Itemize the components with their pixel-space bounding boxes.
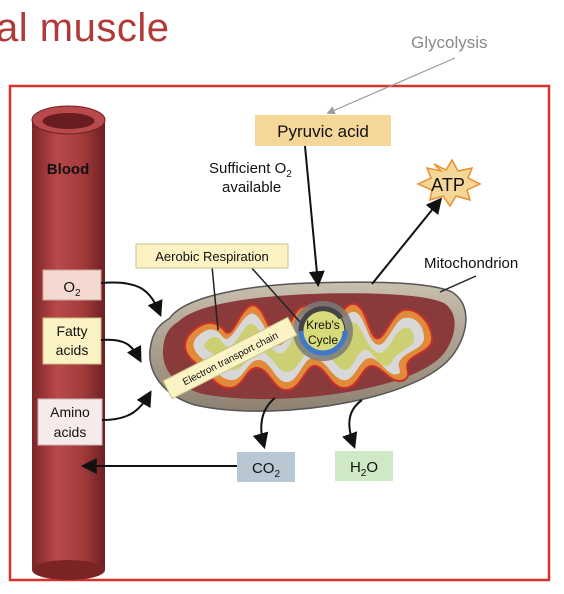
aerobic-respiration-box	[135, 243, 289, 269]
h2o-sub: 2	[361, 468, 367, 479]
co2-main: CO	[252, 460, 275, 477]
aerobic-pointer-left	[211, 265, 219, 331]
diagram-frame	[8, 84, 551, 582]
o2-main: O	[63, 279, 75, 296]
atp-label: ATP	[431, 175, 465, 195]
slide-title: al muscle	[0, 6, 170, 50]
atp-burst	[416, 158, 482, 208]
mito-to-co2-arrow	[252, 397, 276, 450]
glycolysis-label: Glycolysis	[411, 33, 488, 52]
h2o-box	[335, 451, 393, 481]
krebs-label-line1: Kreb's	[306, 318, 340, 332]
amino-acids-line1: Amino	[50, 404, 90, 420]
fatty-to-mito-arrow	[100, 338, 142, 363]
co2-label: CO2	[252, 460, 281, 480]
h2o-h: H	[350, 459, 361, 476]
krebs-label-line2: Cycle	[308, 333, 338, 347]
sufficient-o2-sub: 2	[286, 169, 292, 180]
sufficient-o2-line1: Sufficient O2	[209, 160, 292, 180]
o2-label: O2	[63, 279, 81, 299]
o2-box	[42, 269, 102, 301]
o2-to-mito-arrow	[100, 281, 163, 317]
mitochondrion-pointer	[439, 275, 477, 293]
glycolysis-arrow	[326, 57, 456, 115]
h2o-o: O	[366, 459, 378, 476]
h2o-label: H2O	[350, 459, 378, 479]
mito-to-atp-arrow	[371, 197, 443, 285]
amino-to-mito-arrow	[101, 390, 152, 421]
aerobic-respiration-label: Aerobic Respiration	[155, 249, 268, 264]
sufficient-o2-line2: available	[222, 179, 281, 196]
pyruvic-to-mito-arrow	[304, 145, 325, 288]
mito-to-h2o-arrow	[342, 399, 363, 450]
fatty-acids-line1: Fatty	[56, 323, 87, 339]
pyruvic-acid-label: Pyruvic acid	[277, 122, 369, 141]
pyruvic-acid-box	[255, 115, 391, 146]
fatty-acids-box	[42, 317, 102, 365]
sufficient-o2-main: Sufficient O	[209, 160, 286, 177]
o2-sub: 2	[75, 288, 81, 299]
co2-box	[237, 452, 295, 482]
co2-sub: 2	[274, 469, 280, 480]
aerobic-pointer-right	[249, 265, 301, 323]
mitochondrion-label: Mitochondrion	[424, 255, 518, 272]
krebs-cycle	[293, 301, 353, 361]
blood-label: Blood	[47, 161, 90, 178]
fatty-acids-line2: acids	[56, 342, 89, 358]
amino-acids-line2: acids	[54, 424, 87, 440]
amino-acids-box	[37, 398, 103, 446]
